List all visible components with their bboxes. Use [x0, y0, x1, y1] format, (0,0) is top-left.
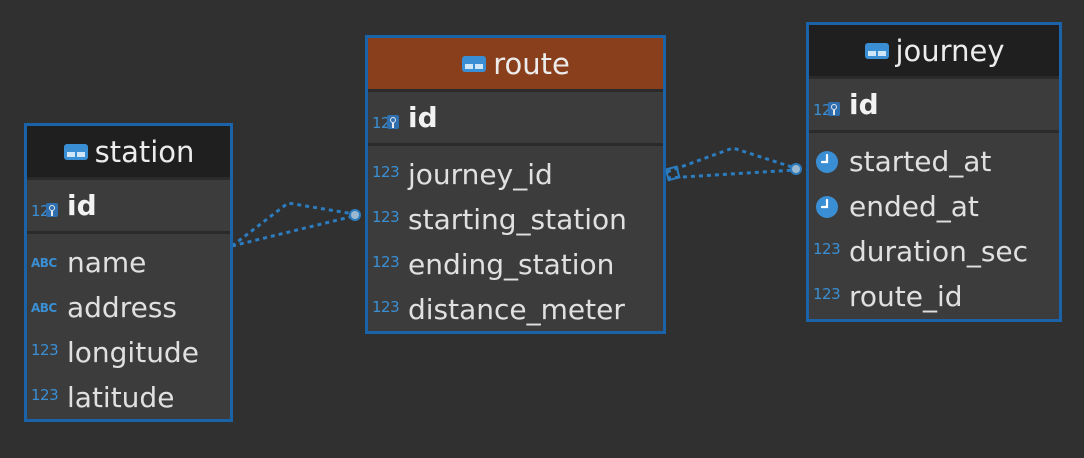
numeric-key-icon: 123 [813, 100, 841, 119]
primary-key-row[interactable]: 123 id [809, 79, 1059, 133]
attribute-row[interactable]: 123 journey_id [368, 152, 663, 197]
attribute-name: longitude [67, 336, 199, 369]
attribute-row[interactable]: 123 ending_station [368, 242, 663, 287]
attribute-row[interactable]: 123 duration_sec [809, 229, 1059, 274]
attribute-name: duration_sec [849, 235, 1029, 268]
attribute-row[interactable]: ABC name [27, 240, 230, 285]
text-type-icon: ABC [31, 300, 57, 315]
attribute-name: name [67, 246, 147, 279]
numeric-type-icon: 123 [813, 284, 841, 303]
attribute-row[interactable]: ABC address [27, 285, 230, 330]
attribute-name: address [67, 291, 178, 324]
attribute-name: id [67, 189, 97, 222]
attribute-name: starting_station [408, 203, 627, 236]
attribute-row[interactable]: started_at [809, 139, 1059, 184]
entity-journey[interactable]: journey 123 id started_at ended_at 123 d… [806, 22, 1062, 322]
link-endpoint-dot [790, 163, 802, 175]
entity-header[interactable]: journey [809, 25, 1059, 79]
attribute-name: route_id [849, 280, 963, 313]
numeric-type-icon: 123 [372, 162, 400, 181]
attribute-name: journey_id [408, 158, 553, 191]
numeric-type-icon: 123 [372, 297, 400, 316]
entity-route[interactable]: route 123 id 123 journey_id 123 starting… [365, 35, 666, 334]
numeric-type-icon: 123 [372, 252, 400, 271]
numeric-type-icon: 123 [813, 239, 841, 258]
table-icon [63, 142, 89, 162]
attribute-row[interactable]: ended_at [809, 184, 1059, 229]
link-endpoint-dot [349, 209, 361, 221]
clock-icon [815, 150, 849, 174]
link-station-route [231, 201, 355, 248]
attribute-name: latitude [67, 381, 175, 414]
attribute-row[interactable]: 123 distance_meter [368, 287, 663, 332]
table-icon [461, 54, 487, 74]
table-icon [864, 41, 890, 61]
entity-title: route [493, 46, 570, 81]
numeric-key-icon: 123 [372, 113, 400, 132]
entity-header[interactable]: route [368, 38, 663, 92]
entity-title: journey [895, 33, 1005, 68]
entity-header[interactable]: station [27, 126, 230, 180]
numeric-key-icon: 123 [31, 201, 59, 220]
clock-icon [815, 195, 849, 219]
attribute-name: ending_station [408, 248, 615, 281]
attribute-row[interactable]: 123 route_id [809, 274, 1059, 319]
text-type-icon: ABC [31, 255, 57, 270]
attribute-list: 123 journey_id 123 starting_station 123 … [368, 146, 663, 332]
numeric-type-icon: 123 [372, 207, 400, 226]
attribute-row[interactable]: 123 longitude [27, 330, 230, 375]
attribute-list: started_at ended_at 123 duration_sec 123… [809, 133, 1059, 319]
attribute-name: id [408, 101, 438, 134]
attribute-name: started_at [849, 145, 992, 178]
numeric-type-icon: 123 [31, 340, 59, 359]
attribute-row[interactable]: 123 starting_station [368, 197, 663, 242]
link-endpoint-diamond [664, 165, 681, 182]
attribute-name: ended_at [849, 190, 979, 223]
attribute-row[interactable]: 123 latitude [27, 375, 230, 420]
link-station-route-lower [231, 214, 355, 248]
attribute-name: distance_meter [408, 293, 625, 326]
attribute-name: id [849, 88, 879, 121]
link-route-journey [666, 146, 796, 174]
numeric-type-icon: 123 [31, 385, 59, 404]
entity-title: station [94, 134, 195, 169]
attribute-list: ABC name ABC address 123 longitude 123 l… [27, 234, 230, 420]
link-route-journey-lower [666, 168, 796, 180]
primary-key-row[interactable]: 123 id [27, 180, 230, 234]
entity-station[interactable]: station 123 id ABC name ABC address 123 … [24, 123, 233, 422]
primary-key-row[interactable]: 123 id [368, 92, 663, 146]
